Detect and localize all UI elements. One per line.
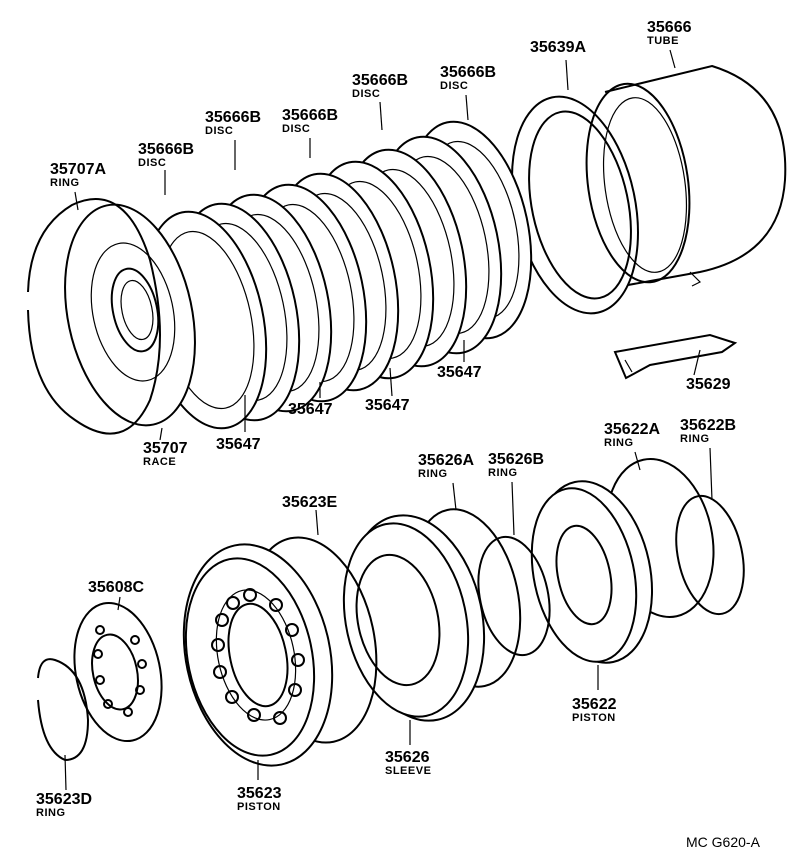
part-number: 35626B <box>488 451 545 468</box>
part-number: 35623 <box>237 785 282 802</box>
part-name: DISC <box>352 88 381 100</box>
label-35666: 35666 TUBE <box>647 20 692 47</box>
label-35622: 35622 PISTON <box>572 697 617 724</box>
part-number: 35623E <box>282 494 338 511</box>
part-name: DISC <box>138 157 167 169</box>
retainer-35608C <box>73 601 163 743</box>
part-number: 35626 <box>385 749 430 766</box>
label-35647-1: 35647 <box>216 437 261 453</box>
part-number: 35622 <box>572 696 617 713</box>
label-35623: 35623 PISTON <box>237 786 282 813</box>
label-35707: 35707 RACE <box>143 441 188 468</box>
label-35626: 35626 SLEEVE <box>385 750 431 777</box>
piston-35623 <box>182 543 334 767</box>
race-35707 <box>64 203 196 427</box>
part-name: RING <box>50 177 80 189</box>
label-35623E: 35623E <box>282 495 337 511</box>
tube-35666 <box>585 64 787 287</box>
label-35629: 35629 <box>686 377 731 393</box>
part-number: 35707 <box>143 440 188 457</box>
part-number: 35666B <box>138 141 195 158</box>
part-number: 35647 <box>437 364 482 381</box>
label-35647-3: 35647 <box>365 398 410 414</box>
ring-35707A <box>27 198 161 435</box>
label-35666B-1: 35666B DISC <box>138 142 194 169</box>
ring-35622B <box>675 494 745 616</box>
part-name: RACE <box>143 456 177 468</box>
diagram-code: MC G620-A <box>686 834 760 850</box>
part-name: RING <box>488 467 518 479</box>
part-number: 35666 <box>647 19 692 36</box>
part-name: DISC <box>205 125 234 137</box>
part-name: RING <box>604 437 634 449</box>
part-number: 35622B <box>680 417 737 434</box>
part-number: 35629 <box>686 376 731 393</box>
leader-lines <box>64 49 713 791</box>
label-35639A: 35639A <box>530 40 586 56</box>
part-number: 35707A <box>50 161 107 178</box>
part-name: DISC <box>440 80 469 92</box>
part-number: 35608C <box>88 579 145 596</box>
part-number: 35647 <box>288 401 333 418</box>
part-name: RING <box>36 807 66 819</box>
label-35707A: 35707A RING <box>50 162 106 189</box>
ring-35623D <box>37 658 90 762</box>
part-name: PISTON <box>237 801 281 813</box>
label-35626B: 35626B RING <box>488 452 544 479</box>
part-name: PISTON <box>572 712 616 724</box>
clutch-disc-stack <box>142 120 533 430</box>
part-name: TUBE <box>647 35 679 47</box>
label-35622A: 35622A RING <box>604 422 660 449</box>
part-number: 35666B <box>205 109 262 126</box>
part-number: 35639A <box>530 39 587 56</box>
label-35666B-5: 35666B DISC <box>440 65 496 92</box>
piston-35622 <box>530 480 654 664</box>
label-35647-2: 35647 <box>288 402 333 418</box>
label-35623D: 35623D RING <box>36 792 92 819</box>
sleeve-35626 <box>342 514 486 722</box>
part-number: 35666B <box>352 72 409 89</box>
part-number: 35666B <box>440 64 497 81</box>
part-number: 35666B <box>282 107 339 124</box>
part-number: 35622A <box>604 421 661 438</box>
label-35622B: 35622B RING <box>680 418 736 445</box>
part-number: 35647 <box>216 436 261 453</box>
part-name: RING <box>418 468 448 480</box>
label-35608C: 35608C <box>88 580 144 596</box>
label-35647-4: 35647 <box>437 365 482 381</box>
part-name: DISC <box>282 123 311 135</box>
part-number: 35647 <box>365 397 410 414</box>
label-35626A: 35626A RING <box>418 453 474 480</box>
label-35666B-4: 35666B DISC <box>352 73 408 100</box>
part-number: 35623D <box>36 791 93 808</box>
label-35666B-2: 35666B DISC <box>205 110 261 137</box>
part-name: RING <box>680 433 710 445</box>
plate-35629 <box>613 333 738 380</box>
label-35666B-3: 35666B DISC <box>282 108 338 135</box>
part-number: 35626A <box>418 452 475 469</box>
part-name: SLEEVE <box>385 765 432 777</box>
